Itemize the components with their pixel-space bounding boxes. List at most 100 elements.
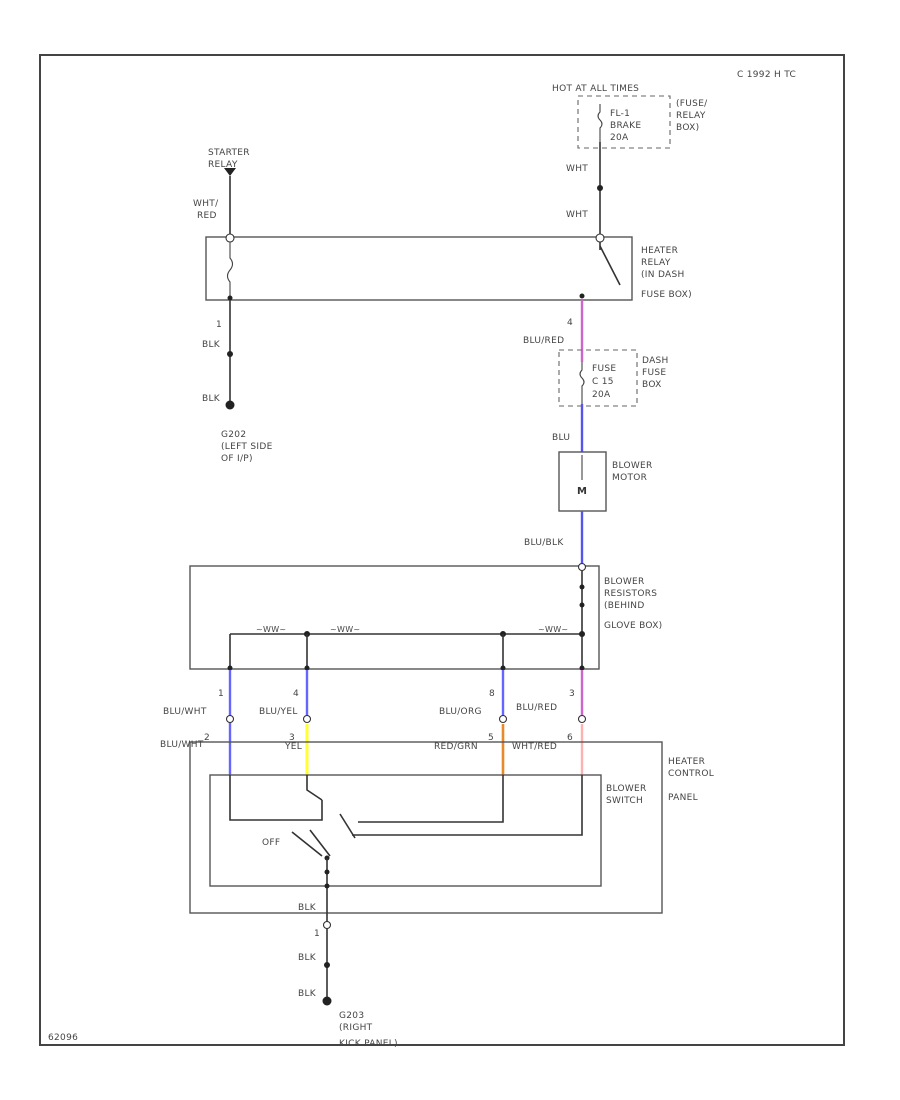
fuse-fl1-label: FL-1 [610, 109, 630, 119]
resistor-dot-1 [579, 584, 585, 590]
corner-code: C 1992 H TC [737, 70, 796, 80]
blower-switch-label-2: SWITCH [606, 796, 643, 806]
switch-contact-1 [291, 831, 323, 857]
wire-label-blu-left: BLU/WHT [160, 740, 204, 750]
fuse-fl1-symbol [597, 104, 603, 142]
pin-label-p4: 1 [218, 689, 224, 699]
wire-label-blk-2: BLK [202, 394, 221, 404]
switch-contact-2 [339, 813, 356, 839]
wire-label-red: RED [197, 211, 217, 221]
heater-relay-label-4: FUSE BOX) [641, 290, 692, 300]
blower-resistors-label-2: RESISTORS [604, 589, 657, 599]
blower-switch-box [209, 774, 602, 887]
wire-label-blk-3: BLK [298, 903, 317, 913]
fuse-brake-label: BRAKE [610, 121, 641, 131]
resistor-out-1 [227, 665, 233, 671]
heater-relay-pin-left [225, 233, 235, 243]
resistor-node-3 [579, 631, 585, 637]
dash-fuse-fuse-2: C 15 [592, 377, 614, 387]
resistor-1-label: ~WW~ [256, 625, 286, 634]
wire-label-blk-5: BLK [298, 989, 317, 999]
ground-left-label-1: G202 [221, 430, 246, 440]
blower-motor-symbol: M [577, 486, 587, 497]
pin-label-p8: 2 [204, 733, 210, 743]
wire-label-red-grn: RED/GRN [434, 742, 478, 752]
dash-fuse-fuse-3: 20A [592, 390, 611, 400]
ground-left-icon [225, 400, 235, 410]
pin-label-p9: 3 [289, 733, 295, 743]
splice-dot-wht [597, 185, 603, 191]
heater-relay-label-2: RELAY [641, 258, 671, 268]
wire-label-blu-org: BLU/ORG [439, 707, 482, 717]
wire-label-blu-yel: BLU/YEL [259, 707, 298, 717]
resistor-pin-top [577, 562, 587, 572]
relay-contact-arm [599, 245, 621, 286]
wire-label-wht-red-panel: WHT/RED [512, 742, 557, 752]
wire-label-blu-blk: BLU/BLK [524, 538, 564, 548]
wire-label-blu-red-right: BLU/RED [516, 703, 557, 713]
wire-label-wht-1: WHT [566, 164, 588, 174]
heater-relay-label-3: (IN DASH [641, 270, 685, 280]
resistor-out-3 [500, 665, 506, 671]
pin-label-p6: 8 [489, 689, 495, 699]
resistor-2-label: ~WW~ [330, 625, 360, 634]
heater-relay-box [205, 236, 633, 301]
switch-trace-2 [306, 775, 323, 801]
dash-fuse-symbol [579, 362, 585, 404]
connector-pin-3 [498, 714, 508, 724]
blower-motor-label-1: BLOWER [612, 461, 653, 471]
wire-label-blk-1: BLK [202, 340, 221, 350]
wire-label-blu: BLU [552, 433, 570, 443]
heater-relay-pin-bottom-left [227, 295, 233, 301]
resistor-out-2 [304, 665, 310, 671]
ground-right-icon [322, 996, 332, 1006]
heater-control-label-1: HEATER [668, 757, 705, 767]
starter-terminal-icon [224, 168, 236, 176]
switch-out-dot [324, 869, 330, 875]
heater-relay-label-1: HEATER [641, 246, 678, 256]
switch-trace-3 [358, 775, 504, 823]
figure-code: 62096 [48, 1033, 78, 1043]
dash-fuse-label-3: BOX [642, 380, 662, 390]
switch-trace-4 [352, 775, 583, 836]
starter-label-2: RELAY [208, 160, 238, 170]
ground-right-label-1: G203 [339, 1011, 364, 1021]
diagram-frame [39, 54, 845, 1046]
relay-coil-symbol [226, 242, 234, 296]
switch-out-dot-2 [324, 883, 330, 889]
dash-fuse-box [558, 349, 638, 407]
relay-box-label-2: RELAY [676, 111, 706, 121]
heater-control-panel-box [189, 741, 663, 914]
wire-label-wht-red: WHT/ [193, 199, 219, 209]
wire-label-blu-wht: BLU/WHT [163, 707, 207, 717]
pin-label-p11: 6 [567, 733, 573, 743]
fuse-20a-label: 20A [610, 133, 629, 143]
bottom-connector [322, 920, 332, 930]
switch-trace-1 [229, 775, 323, 821]
blower-switch-label-1: BLOWER [606, 784, 647, 794]
blower-resistors-label-4: GLOVE BOX) [604, 621, 663, 631]
resistor-out-4 [579, 665, 585, 671]
splice-dot-bottom [324, 962, 330, 968]
connector-pin-4 [577, 714, 587, 724]
pin-label-p7: 3 [569, 689, 575, 699]
blower-resistors-box [189, 565, 600, 670]
splice-dot-left [227, 351, 233, 357]
connector-pin-1 [225, 714, 235, 724]
pin-label-p10: 5 [488, 733, 494, 743]
wire-label-wht-2: WHT [566, 210, 588, 220]
blower-resistors-label-1: BLOWER [604, 577, 645, 587]
heater-relay-pin-right [595, 233, 605, 243]
wire-label-yel: YEL [284, 742, 302, 752]
ground-left-label-3: OF I/P) [221, 454, 253, 464]
hot-at-all-times-label: HOT AT ALL TIMES [552, 84, 639, 94]
pin-label-p3: 4 [567, 318, 573, 328]
dash-fuse-fuse-1: FUSE [592, 364, 616, 374]
relay-box-label-1: (FUSE/ [676, 99, 708, 109]
ground-right-label-3: KICK PANEL) [339, 1039, 398, 1049]
blower-resistors-label-3: (BEHIND [604, 601, 645, 611]
heater-relay-pin-bottom-right [579, 293, 585, 299]
heater-control-label-3: PANEL [668, 793, 698, 803]
resistor-3-label: ~WW~ [538, 625, 568, 634]
